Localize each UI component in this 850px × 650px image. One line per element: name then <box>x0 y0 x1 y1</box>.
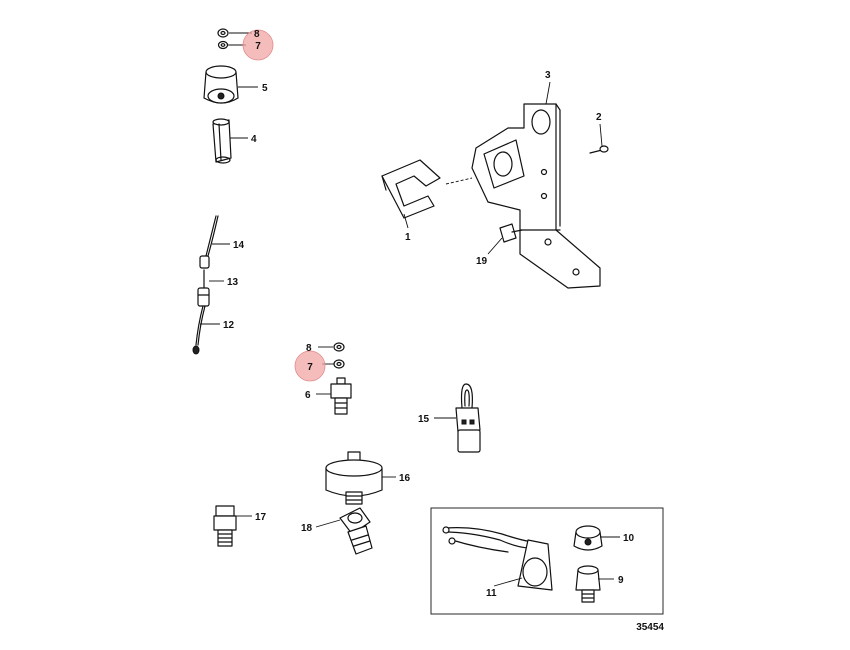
callout-13[interactable]: 13 <box>227 277 239 288</box>
callout-1[interactable]: 1 <box>405 232 411 243</box>
callout-4[interactable]: 4 <box>251 134 257 145</box>
callout-3[interactable]: 3 <box>545 70 551 81</box>
part-nut-7-mid[interactable] <box>333 359 345 369</box>
part-sensor-10[interactable] <box>573 525 603 551</box>
callout-5[interactable]: 5 <box>262 83 268 94</box>
callout-7-mid[interactable]: 7 <box>307 362 313 373</box>
part-fitting-9[interactable] <box>575 565 601 603</box>
part-screw-2[interactable] <box>589 145 609 154</box>
part-knock-sensor-16[interactable] <box>325 451 383 505</box>
part-connector-15[interactable] <box>455 383 481 453</box>
callout-7-top[interactable]: 7 <box>255 41 261 52</box>
part-nut-8-mid[interactable] <box>333 342 345 352</box>
leader-lines <box>200 32 620 587</box>
callout-12[interactable]: 12 <box>223 320 235 331</box>
part-clip-1[interactable] <box>381 159 441 219</box>
callout-labels: 8 7 5 4 14 13 12 8 7 6 15 16 17 18 1 3 2… <box>223 29 635 599</box>
part-bracket-3[interactable] <box>471 103 601 289</box>
part-wire-14[interactable] <box>199 215 219 269</box>
callout-18[interactable]: 18 <box>301 523 313 534</box>
callout-8-top[interactable]: 8 <box>254 29 260 40</box>
highlight-7-mid <box>294 350 326 382</box>
callout-9[interactable]: 9 <box>618 575 624 586</box>
figure-number: 35454 <box>636 622 664 633</box>
inset-frame <box>430 507 664 615</box>
part-connector-13[interactable] <box>197 269 210 307</box>
part-wire-12[interactable] <box>192 305 206 355</box>
callout-17[interactable]: 17 <box>255 512 267 523</box>
part-sensor-5[interactable] <box>203 65 239 104</box>
callout-15[interactable]: 15 <box>418 414 430 425</box>
callout-19[interactable]: 19 <box>476 256 488 267</box>
callout-8-mid[interactable]: 8 <box>306 343 312 354</box>
part-nut-7-top[interactable] <box>217 40 229 50</box>
callout-6[interactable]: 6 <box>305 390 311 401</box>
part-harness-11[interactable] <box>442 526 553 591</box>
callout-16[interactable]: 16 <box>399 473 411 484</box>
part-sleeve-4[interactable] <box>212 118 232 164</box>
part-fitting-17[interactable] <box>213 505 237 547</box>
callout-10[interactable]: 10 <box>623 533 635 544</box>
callout-2[interactable]: 2 <box>596 112 602 123</box>
callout-11[interactable]: 11 <box>486 588 497 599</box>
callout-14[interactable]: 14 <box>233 240 245 251</box>
part-nut-8-top[interactable] <box>217 28 229 38</box>
part-sender-6[interactable] <box>330 377 352 415</box>
part-bolt-19[interactable] <box>499 223 523 243</box>
part-elbow-18[interactable] <box>339 507 373 555</box>
highlight-7-top <box>242 29 274 61</box>
